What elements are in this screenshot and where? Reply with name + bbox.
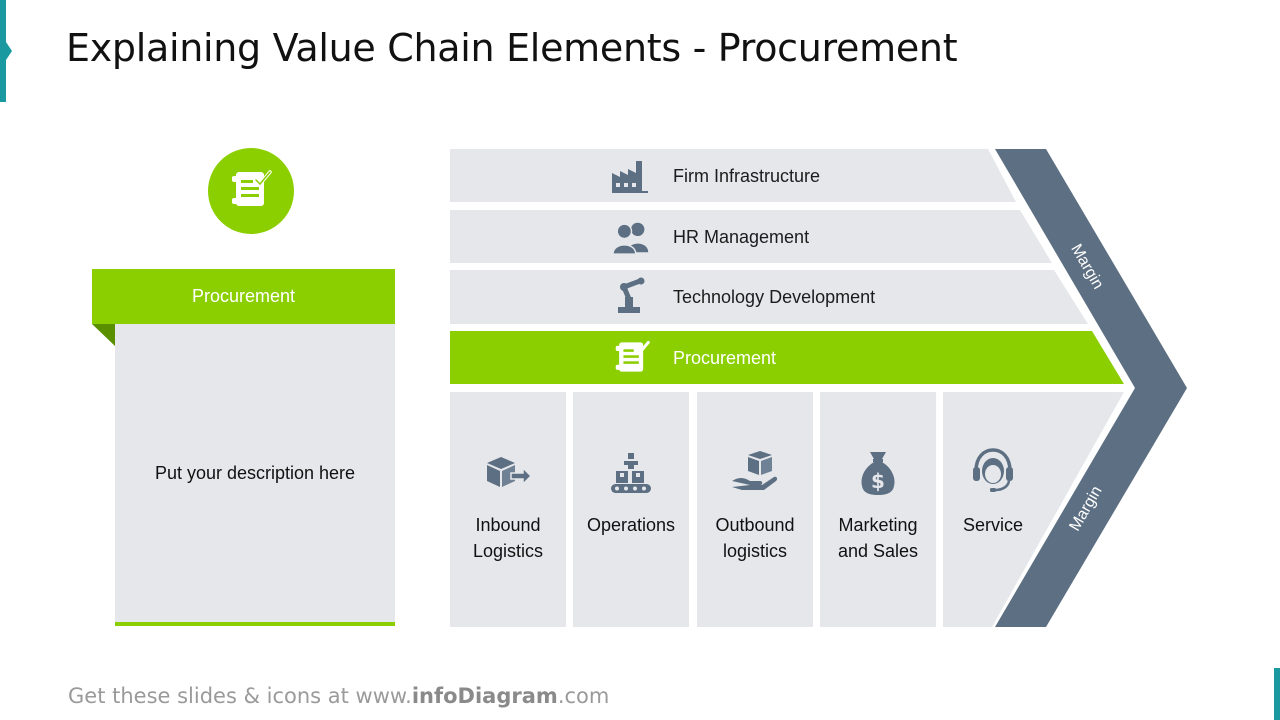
primary-col-inbound: [450, 392, 566, 627]
primary-label-operations: Operations: [573, 512, 689, 538]
footer-prefix: Get these slides & icons at www.: [68, 684, 412, 708]
footer-suffix: .com: [557, 684, 610, 708]
card-bottom-line: [115, 622, 395, 626]
support-row-procurement: [450, 331, 1124, 384]
procurement-icon: [228, 168, 274, 215]
headset-icon: [968, 447, 1018, 495]
primary-label-marketing-line1: Marketing: [838, 515, 918, 535]
primary-label-outbound-line1: Outbound: [715, 515, 795, 535]
card-icon-circle: [208, 148, 294, 234]
svg-text:$: $: [871, 469, 885, 493]
support-label-hr-management: HR Management: [673, 227, 810, 247]
primary-col-operations: [573, 392, 689, 627]
people-icon: [612, 219, 652, 255]
primary-label-service-line1: Service: [962, 515, 1024, 535]
money-bag-icon: $: [853, 449, 903, 497]
primary-label-inbound: Inbound Logistics: [450, 512, 566, 564]
margin-chevron: [995, 149, 1187, 627]
support-label-firm-infrastructure: Firm Infrastructure: [673, 166, 821, 186]
support-label-procurement: Procurement: [673, 348, 777, 368]
card-header-label: Procurement: [191, 286, 296, 306]
support-row-technology-development: [450, 270, 1088, 324]
conveyor-icon: [606, 449, 656, 497]
factory-icon: [610, 158, 650, 194]
support-label-technology-development: Technology Development: [673, 287, 876, 307]
primary-label-inbound-line1: Inbound: [475, 515, 541, 535]
page-title: Explaining Value Chain Elements - Procur…: [66, 26, 958, 70]
procurement-icon: [612, 339, 652, 375]
robot-arm-icon: [612, 277, 652, 314]
card-description: Put your description here: [115, 324, 395, 622]
card-fold: [92, 324, 115, 346]
support-row-hr-management: [450, 210, 1052, 263]
primary-label-outbound: Outbound logistics: [697, 512, 813, 564]
footer-brand: infoDiagram: [411, 684, 558, 708]
primary-label-service: Service: [935, 512, 1051, 538]
primary-col-marketing: [820, 392, 936, 627]
primary-label-inbound-line2: Logistics: [472, 541, 544, 561]
primary-label-marketing-line2: and Sales: [837, 541, 919, 561]
support-row-firm-infrastructure: [450, 149, 1016, 202]
card-header: Procurement: [92, 269, 395, 324]
right-accent-bar: [1274, 668, 1280, 720]
left-accent-arrow: [6, 42, 12, 60]
card-description-text: Put your description here: [154, 462, 356, 483]
footer-credit: Get these slides & icons at www.infoDiag…: [68, 684, 609, 708]
primary-col-outbound: [697, 392, 813, 627]
primary-label-marketing: Marketing and Sales: [820, 512, 936, 564]
primary-label-outbound-line2: logistics: [722, 541, 788, 561]
hand-box-icon: [729, 447, 779, 495]
left-accent-bar: [0, 0, 6, 102]
primary-label-operations-line1: Operations: [586, 515, 676, 535]
box-arrow-icon: [483, 449, 533, 497]
